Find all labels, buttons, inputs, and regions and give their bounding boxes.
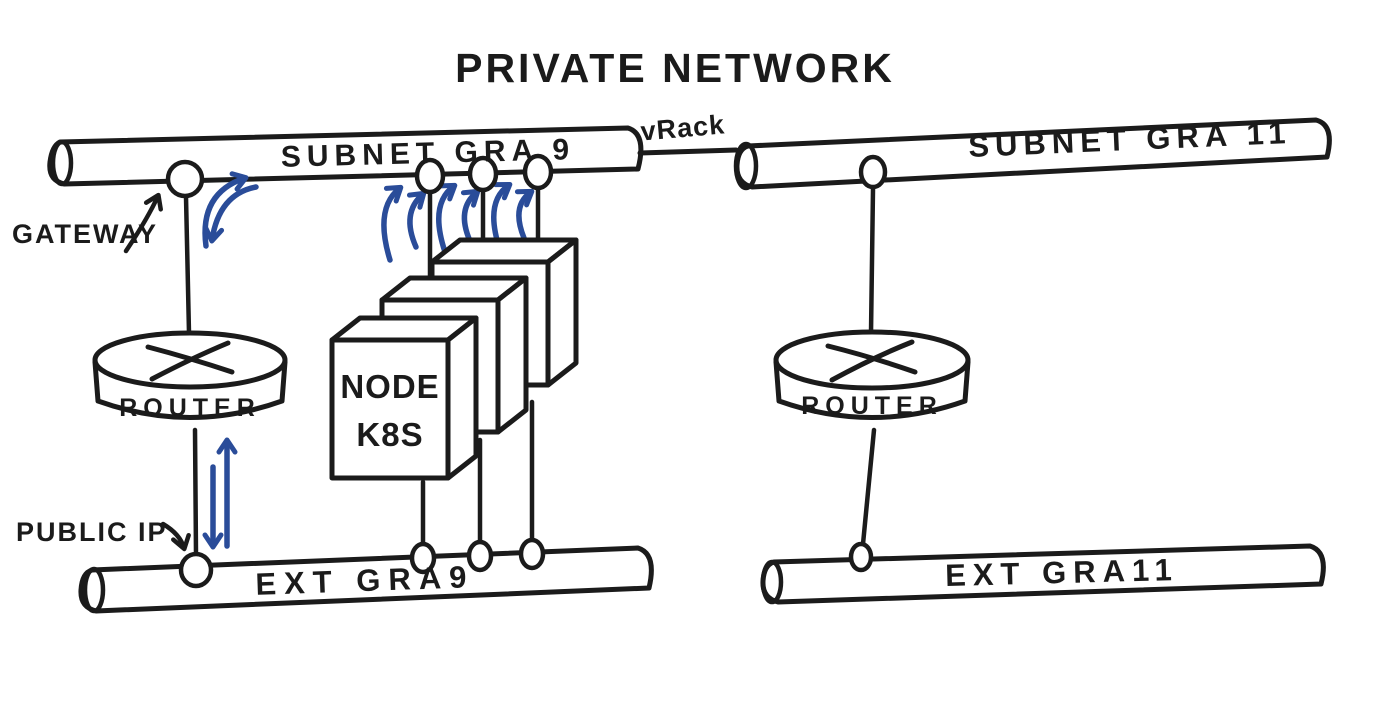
box-side-face: [445, 315, 479, 481]
box-side-face: [495, 275, 529, 435]
link-router-to-publicip: [192, 427, 199, 558]
link-gateway-to-router: [183, 194, 192, 336]
flow-arrow-icon: [381, 184, 404, 263]
k8s-node-label-line1: NODE: [340, 368, 439, 405]
ext-port-node2: [466, 539, 494, 573]
gateway-node: [165, 159, 205, 199]
ext11-port-node: [848, 541, 874, 573]
router-x-icon: [149, 340, 231, 382]
router-left-label: ROUTER: [119, 394, 261, 422]
subnet-port-node2: [467, 155, 499, 193]
gateway-pointer-arrow-icon: [123, 192, 163, 254]
public-ip-pointer-arrow-icon: [160, 521, 191, 552]
ext-gra11-pipe: [760, 543, 1326, 605]
ext-gra9-pipe: [78, 545, 654, 614]
pipe-left-cap: [50, 139, 74, 187]
subnet-port-node3: [522, 153, 554, 191]
gateway-flow-arrows: [202, 171, 259, 249]
k8s-node-label-line2: K8S: [356, 416, 423, 453]
flow-arrow-down-icon: [203, 184, 259, 244]
publicip-flow-arrows: [202, 437, 238, 550]
public-ip-label: PUBLIC IP: [16, 517, 168, 547]
ext-port-node1: [409, 541, 437, 575]
subnet11-port-node: [858, 154, 888, 190]
flow-arrow-icon: [406, 190, 427, 250]
link-subnet11-to-router: [868, 186, 876, 336]
link-router-right-to-ext: [860, 427, 877, 547]
vrack-link-line: [637, 147, 739, 156]
pipe-left-cap: [760, 559, 784, 605]
k8s-node-box-1: NODE K8S: [329, 315, 479, 481]
router-right-label: ROUTER: [801, 392, 943, 420]
diagram-title: PRIVATE NETWORK: [455, 45, 895, 91]
flow-arrow-icon: [460, 188, 481, 244]
ext-gra9-label: EXT GRA9: [255, 559, 475, 602]
flow-arrow-icon: [514, 188, 535, 241]
router-x-icon: [829, 339, 915, 383]
pipe-left-cap: [82, 566, 106, 614]
router-left: ROUTER: [92, 330, 288, 422]
router-right: ROUTER: [773, 329, 971, 420]
ext-gra11-label: EXT GRA11: [945, 552, 1179, 593]
flow-arrow-icon: [436, 182, 458, 255]
node2-flow-arrows: [436, 182, 481, 255]
box-front-face: [329, 337, 451, 481]
vrack-label: vRack: [639, 109, 726, 146]
subnet-gra9-label: SUBNET GRA 9: [280, 133, 575, 174]
ext-port-node3: [518, 537, 546, 571]
pipe-left-cap: [733, 141, 759, 191]
subnet-port-node1: [414, 157, 446, 195]
box-side-face: [545, 237, 579, 388]
node1-flow-arrows: [381, 184, 427, 263]
public-ip-node: [178, 551, 214, 589]
